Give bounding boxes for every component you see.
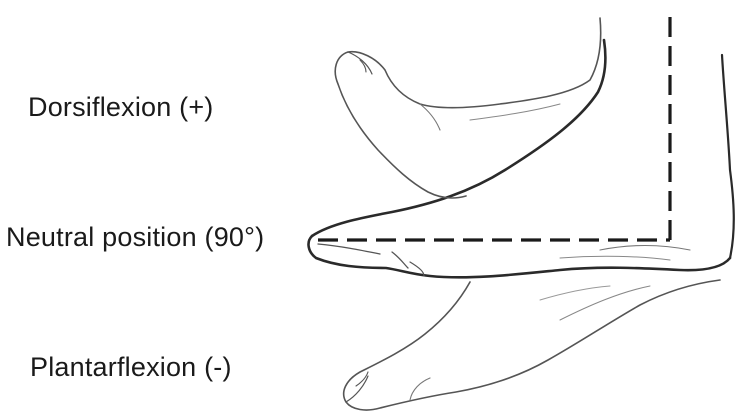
plantarflexed-foot-outline (344, 280, 720, 410)
dorsiflexed-foot-outline (335, 18, 600, 198)
reference-axes (318, 8, 670, 240)
